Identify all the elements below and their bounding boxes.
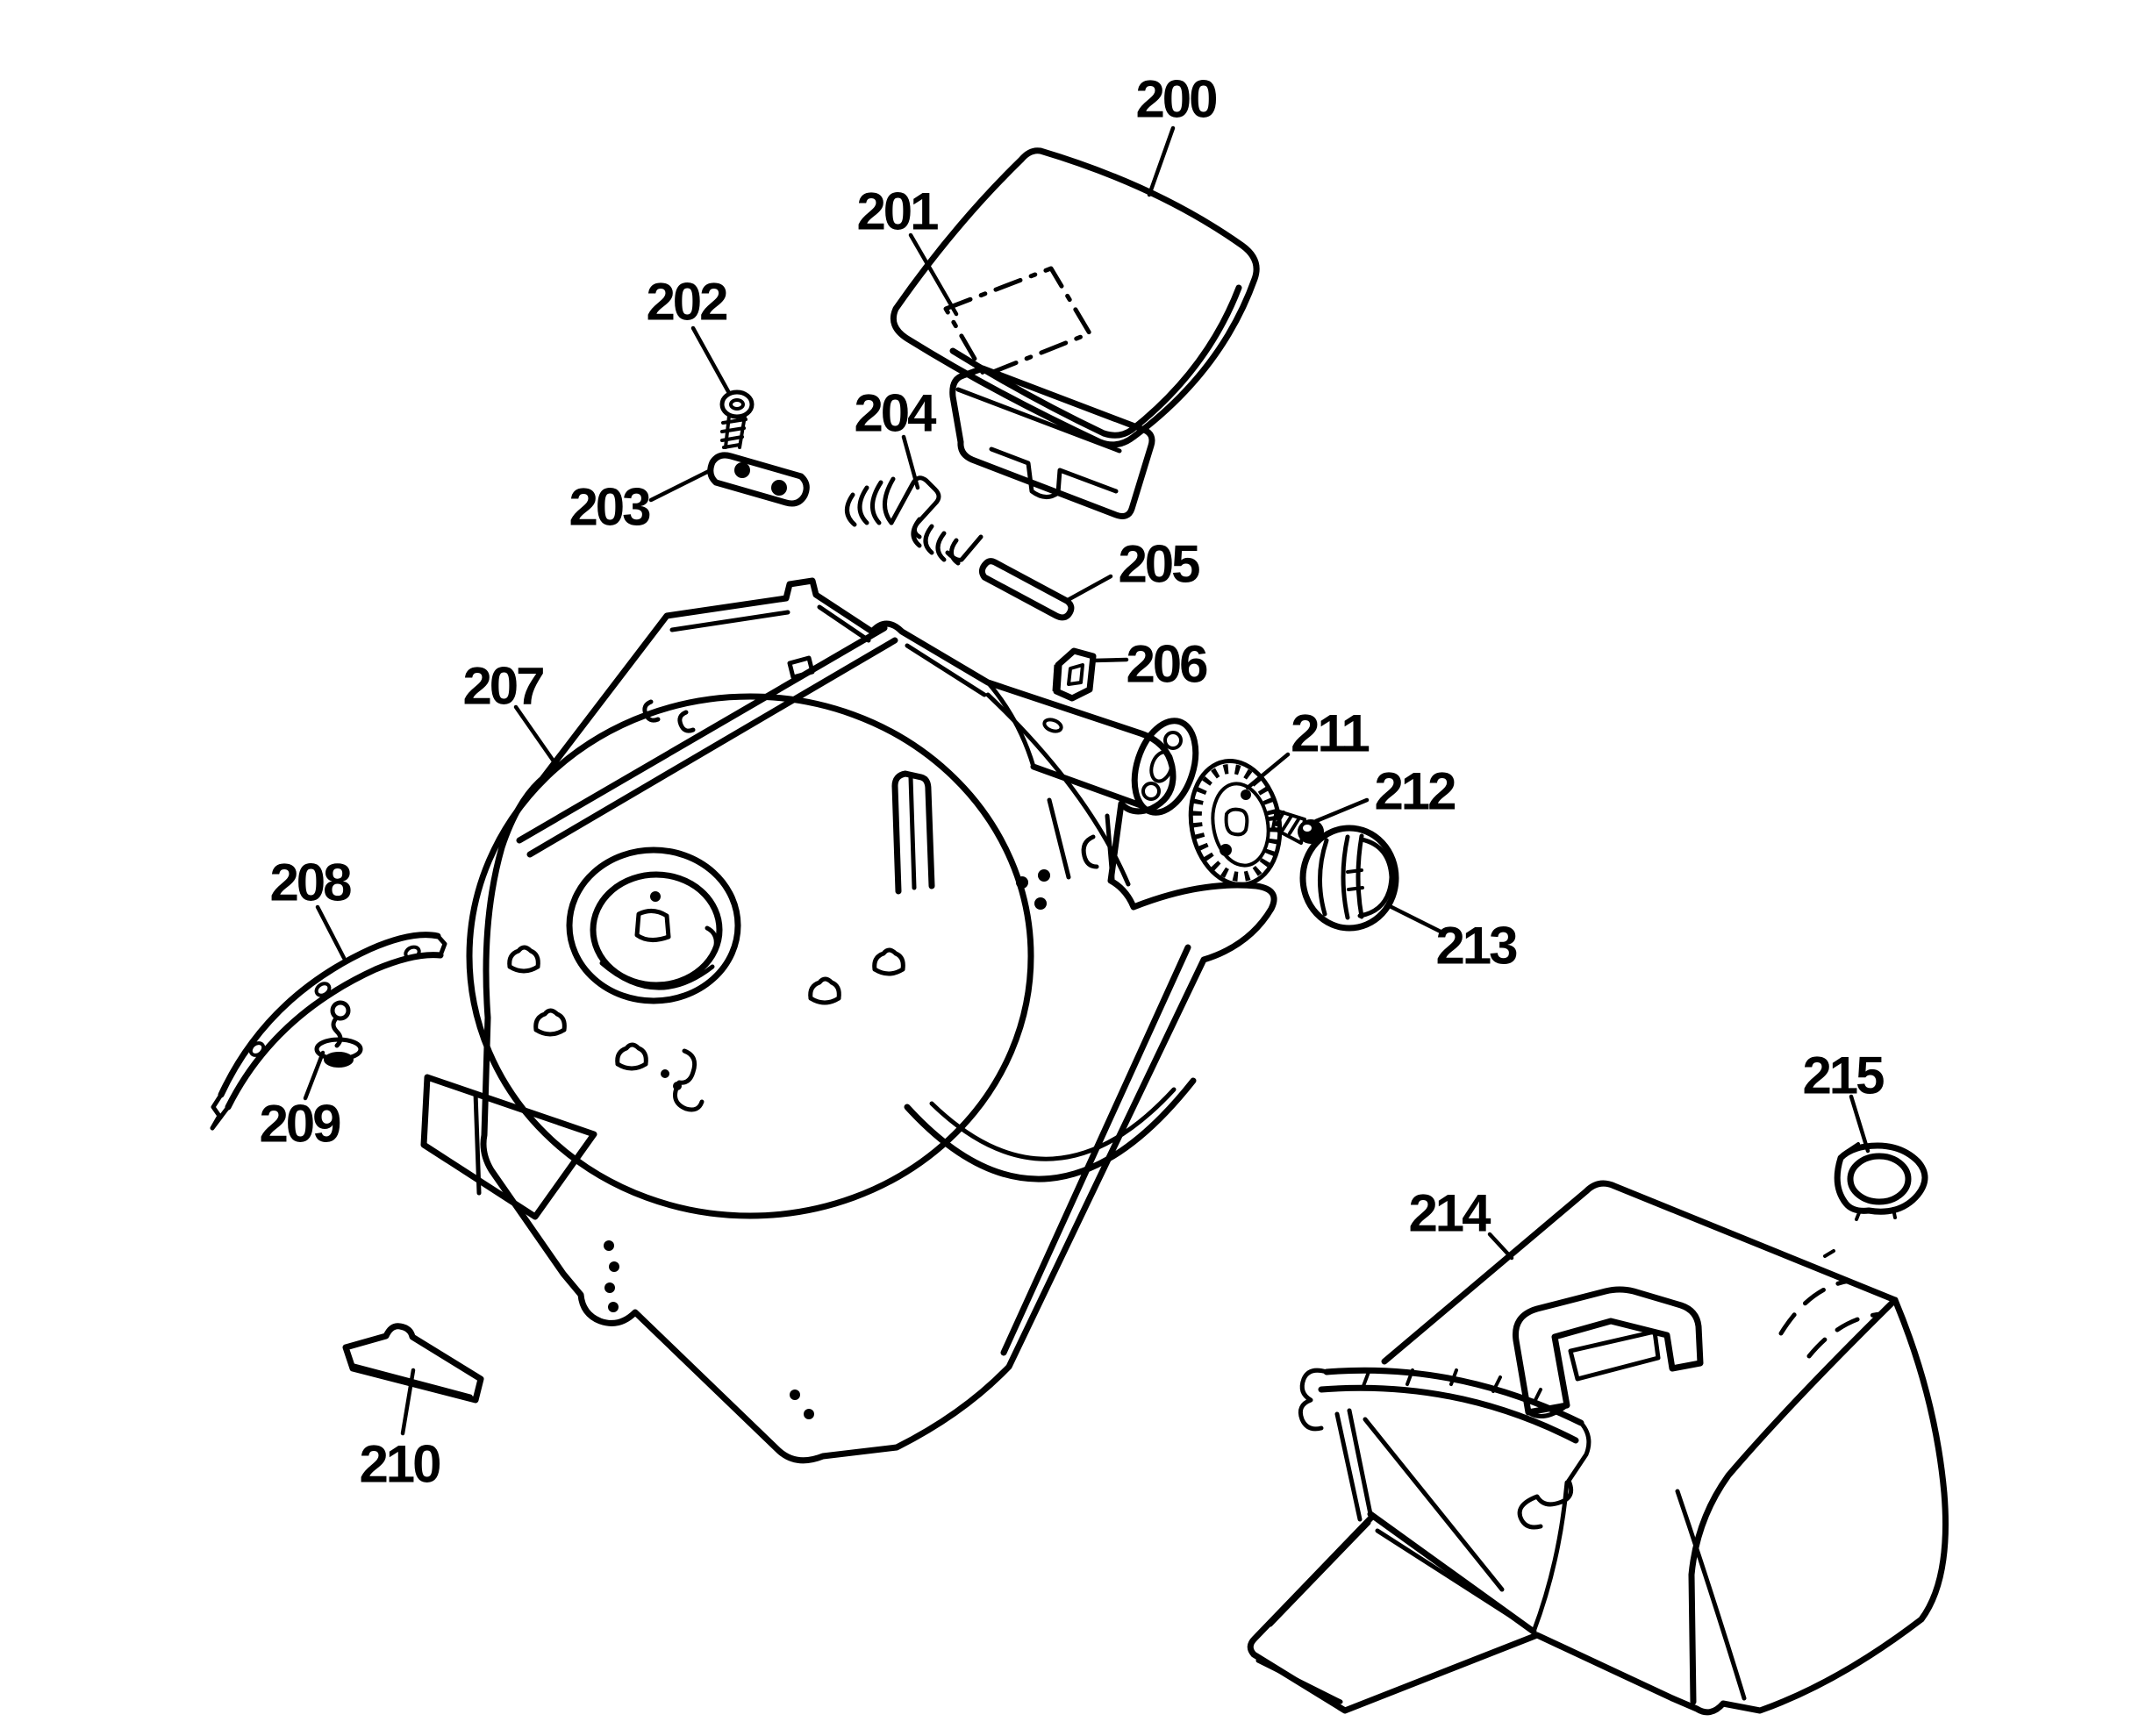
part-label-206: 206 [1126,635,1207,694]
leader-line-214 [1487,1232,1514,1261]
part-202-screw-drawing [719,389,755,449]
part-label-203: 203 [569,478,650,537]
part-label-205: 205 [1118,535,1199,594]
leader-line-209 [303,1050,325,1101]
part-label-200: 200 [1135,70,1216,129]
part-209-push-fastener-drawing [314,1000,363,1068]
part-label-215: 215 [1802,1047,1884,1105]
part-label-214: 214 [1408,1184,1491,1243]
part-label-207: 207 [462,657,543,716]
part-206-clip-nut-drawing [1052,647,1097,702]
leader-line-201 [908,232,959,317]
leader-line-212 [1313,797,1370,824]
leader-line-205 [1065,574,1113,603]
part-label-210: 210 [359,1435,440,1494]
leader-line-206 [1091,657,1129,663]
part-label-213: 213 [1435,917,1517,975]
part-203-cam-plate-drawing [707,452,810,507]
part-label-211: 211 [1291,704,1369,763]
part-200-cover-drawing [890,147,1260,519]
part-label-204: 204 [854,384,937,443]
part-213-adjuster-knob-drawing [1299,825,1399,932]
part-204-spring-drawing [845,475,984,566]
part-207-deck-housing-drawing [420,577,1277,1464]
leader-line-200 [1147,125,1176,197]
leader-line-215 [1849,1094,1870,1154]
part-208-trim-rail-drawing [210,932,447,1131]
part-205-hinge-pin-drawing [978,558,1075,621]
part-label-201: 201 [856,182,938,241]
part-210-scraper-bar-drawing [342,1323,484,1404]
leader-line-204 [901,434,920,490]
leader-line-202 [690,325,732,396]
leader-line-213 [1385,903,1445,935]
leader-line-210 [400,1368,416,1436]
part-215-seal-ring-drawing [1834,1142,1928,1221]
leader-line-203 [648,468,712,503]
leader-line-207 [513,704,559,768]
leader-line-208 [315,904,347,961]
part-label-209: 209 [259,1095,340,1154]
part-label-212: 212 [1374,762,1455,821]
part-201-label-recess-drawing [943,266,1092,378]
part-211-gear-drawing [1188,759,1283,887]
part-label-208: 208 [269,854,351,912]
part-label-202: 202 [646,273,726,332]
part-214-grass-box-drawing [1247,1180,1949,1716]
leader-line-211 [1245,752,1291,790]
